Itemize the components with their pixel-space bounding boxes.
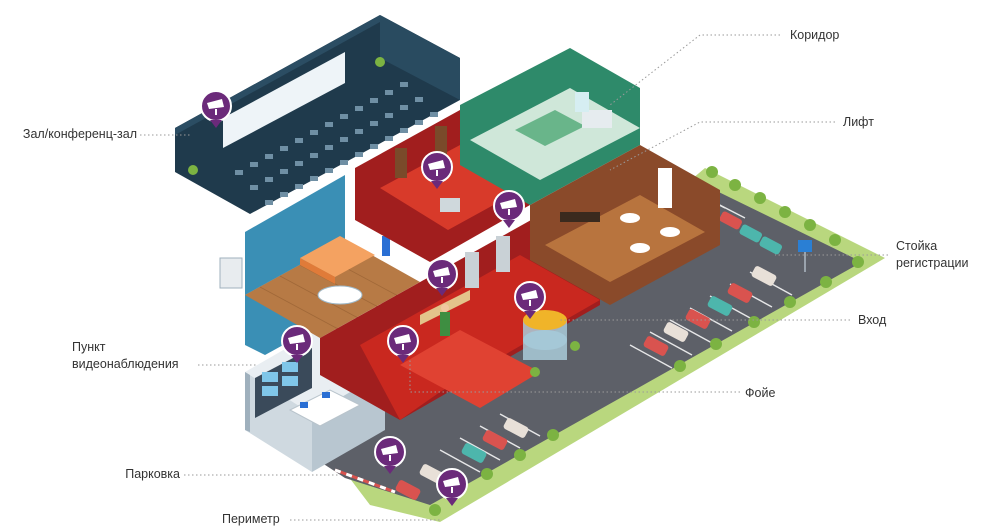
label-parking: Парковка <box>125 467 180 481</box>
security-camera-pin-icon <box>426 258 458 296</box>
security-camera-pin-icon <box>436 468 468 506</box>
label-elevator: Лифт <box>843 115 874 129</box>
parking-sign-icon <box>798 240 812 272</box>
label-cctv-line2: видеонаблюдения <box>72 357 179 371</box>
label-cctv-point: Пункт видеонаблюдения <box>72 339 179 373</box>
parking-barrier <box>334 468 396 494</box>
label-conference-hall: Зал/конференц-зал <box>22 127 137 141</box>
label-reception-line2: регистрации <box>896 256 969 270</box>
security-camera-pin-icon <box>281 325 313 363</box>
hotel-room-blue <box>219 175 420 355</box>
label-entrance: Вход <box>858 313 887 327</box>
parking-area <box>310 166 885 522</box>
hotel-room-green <box>460 48 640 205</box>
revolving-door <box>523 310 567 360</box>
security-camera-pin-icon <box>387 325 419 363</box>
label-lobby: Фойе <box>745 386 776 400</box>
label-corridor: Коридор <box>790 28 840 42</box>
restaurant <box>530 145 720 305</box>
security-camera-pin-icon <box>514 281 546 319</box>
security-camera-pin-icon <box>200 90 232 128</box>
label-cctv-line1: Пункт <box>72 340 106 354</box>
road <box>310 178 862 505</box>
security-camera-pin-icon <box>374 436 406 474</box>
camera-pins <box>200 90 546 506</box>
security-camera-pin-icon <box>493 190 525 228</box>
label-reception: Стойка регистрации <box>896 238 968 272</box>
label-reception-line1: Стойка <box>896 239 938 253</box>
label-perimeter: Периметр <box>222 512 280 526</box>
leader-lines <box>140 34 888 521</box>
security-camera-pin-icon <box>421 151 453 189</box>
